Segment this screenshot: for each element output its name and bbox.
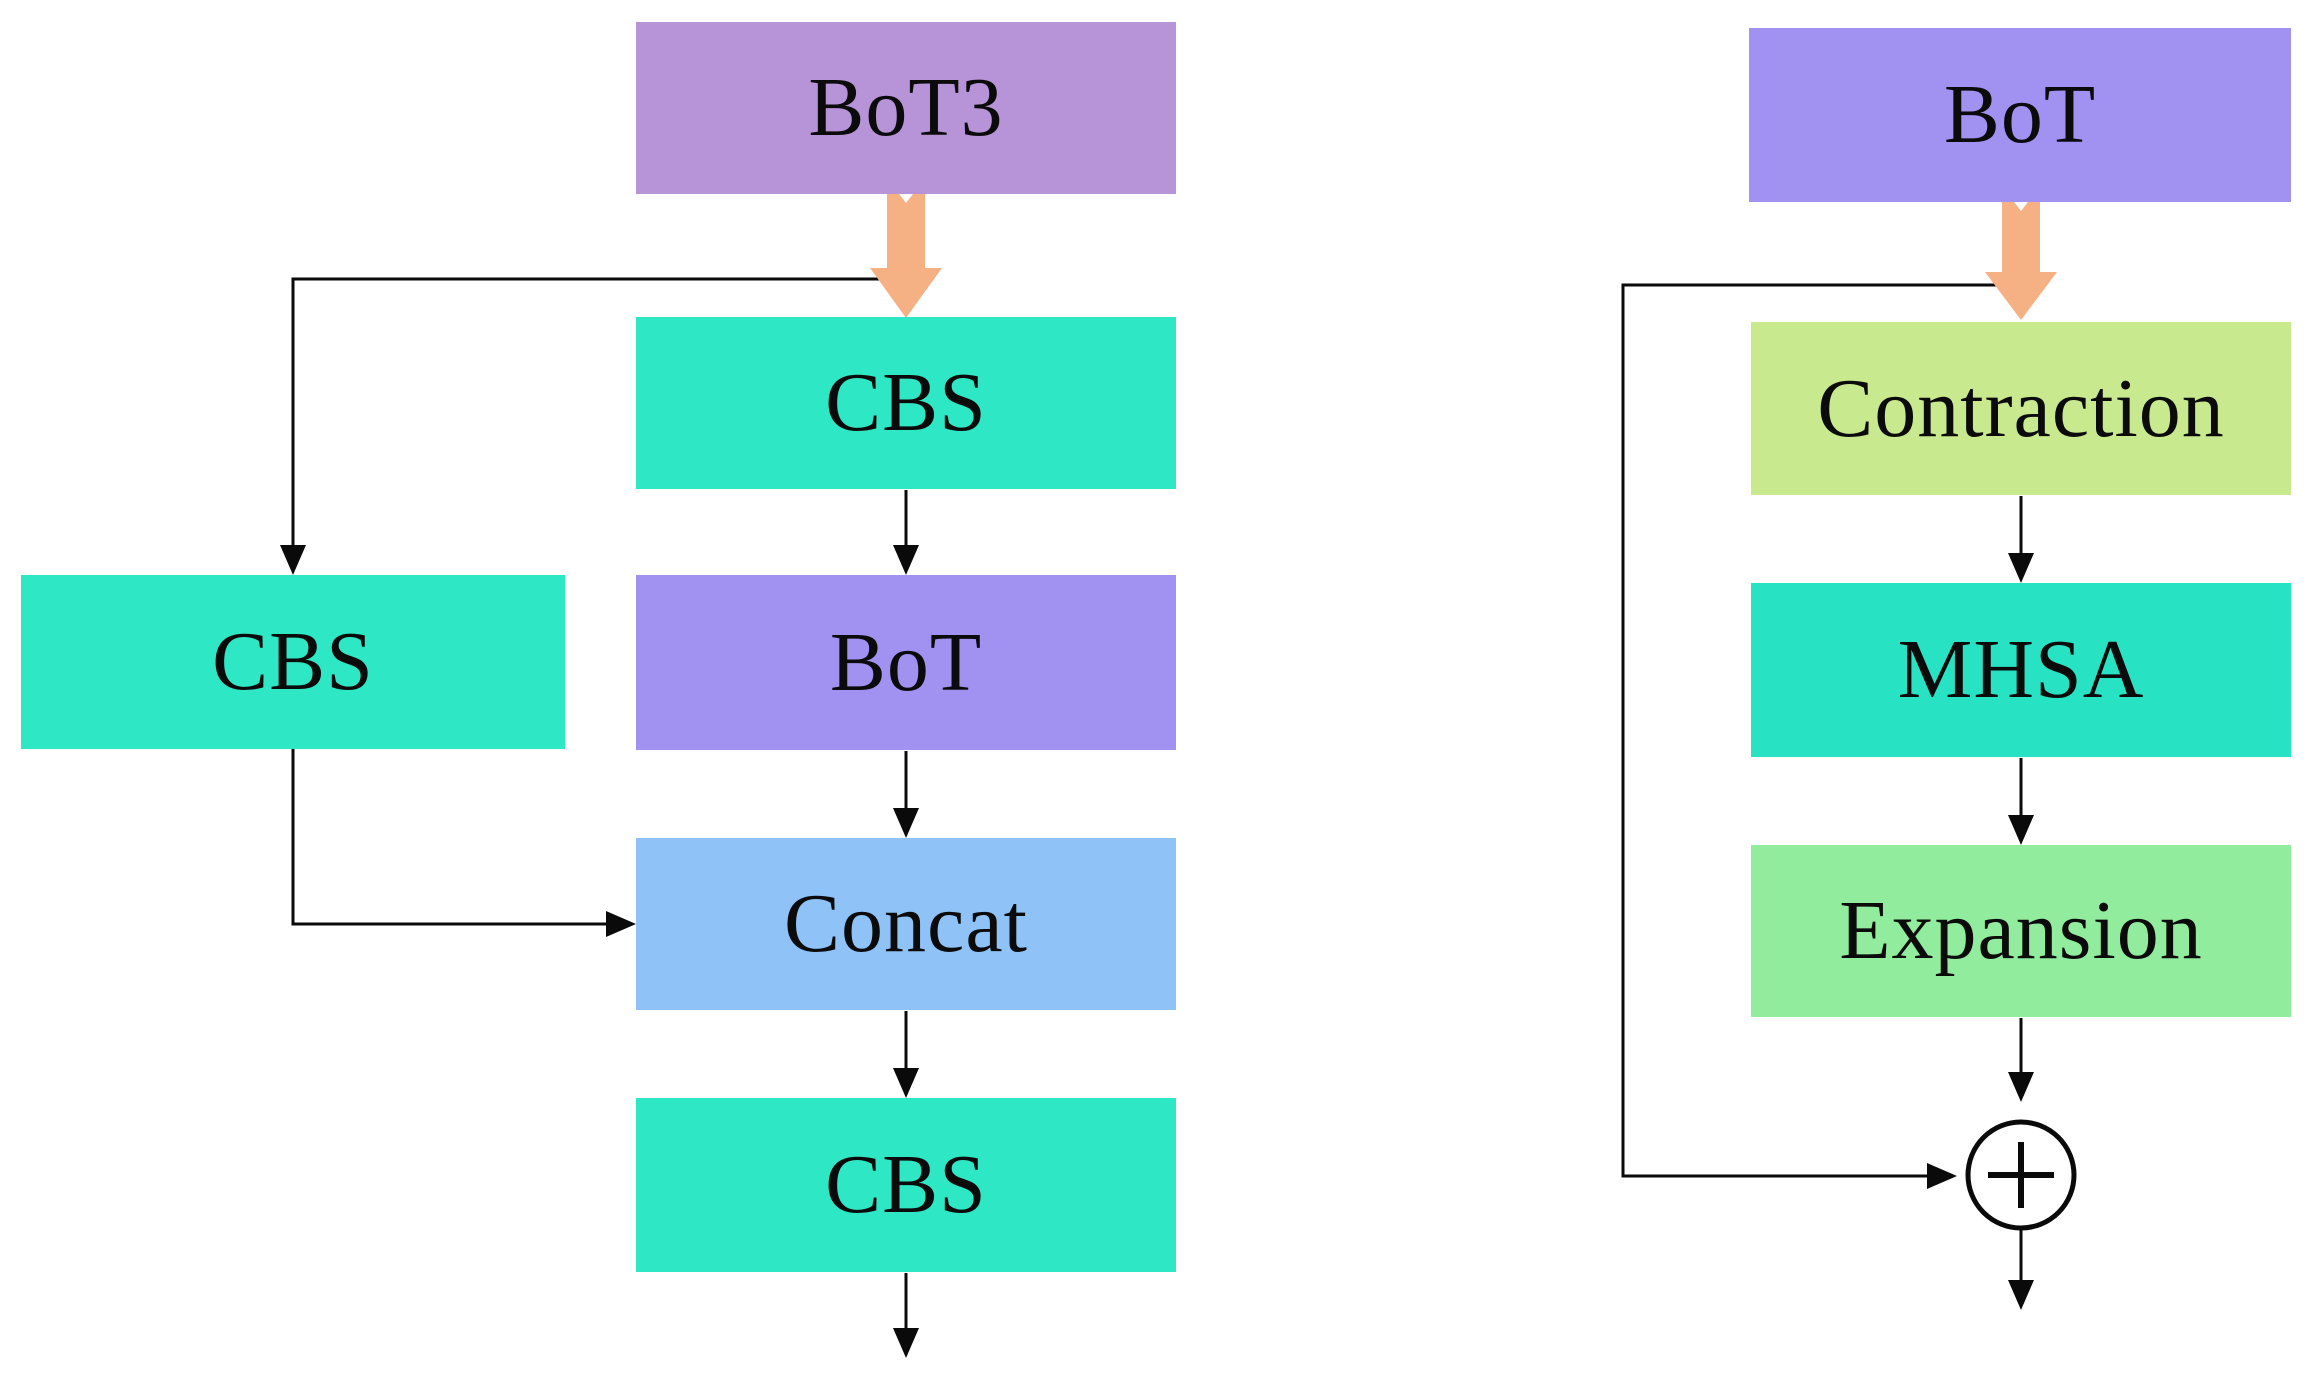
node-cbs1: CBS: [636, 317, 1176, 489]
node-contraction: Contraction: [1751, 322, 2291, 495]
edge-bot3-to-cbs1-thick: [870, 178, 942, 318]
edge-bot3-to-cbs-left: [280, 277, 890, 575]
node-sum: [1965, 1119, 2077, 1231]
edge-sum-to-output: [2008, 1229, 2034, 1310]
edge-bot-r-to-contraction-thick: [1985, 186, 2057, 320]
node-cbs-left-branch: CBS: [21, 575, 565, 749]
plus-icon: [1988, 1142, 2054, 1208]
edge-contraction-to-mhsa: [2008, 496, 2034, 583]
edge-cbs2-to-output: [893, 1273, 919, 1358]
node-expansion: Expansion: [1751, 845, 2291, 1017]
edge-bot-r-skip-to-sum: [1621, 283, 1998, 1189]
edge-concat-to-cbs2: [893, 1011, 919, 1098]
edge-cbs1-to-bot: [893, 490, 919, 575]
edge-cbs-left-to-concat: [291, 749, 636, 937]
node-bot3: BoT3: [636, 22, 1176, 194]
edge-bot-to-concat: [893, 751, 919, 838]
edge-expansion-to-sum: [2008, 1018, 2034, 1102]
edge-mhsa-to-expansion: [2008, 758, 2034, 845]
node-mhsa: MHSA: [1751, 583, 2291, 757]
node-bot: BoT: [636, 575, 1176, 750]
node-cbs2: CBS: [636, 1098, 1176, 1272]
node-bot-right: BoT: [1749, 28, 2291, 202]
node-concat: Concat: [636, 838, 1176, 1010]
